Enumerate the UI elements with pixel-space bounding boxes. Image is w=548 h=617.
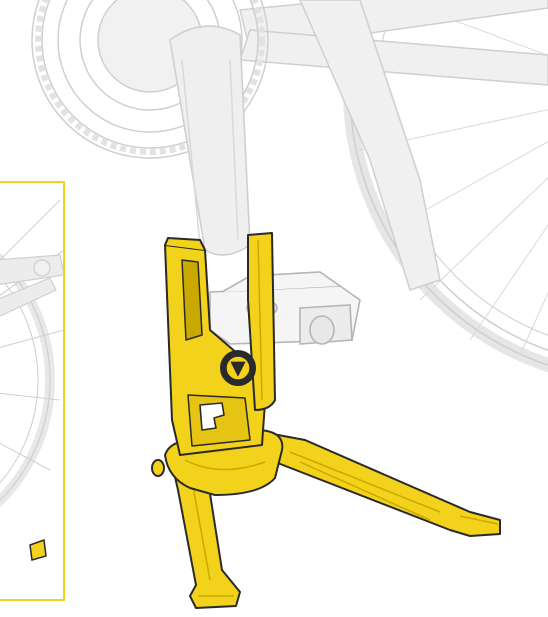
display-stand [151, 232, 501, 609]
stand-front-leg [169, 454, 241, 609]
detail-inset [0, 181, 65, 601]
bike-frame [238, 0, 548, 86]
logo-badge-icon [220, 350, 256, 386]
chainstay [299, 0, 441, 291]
crank-arm [169, 25, 251, 256]
stand-rear-leg [261, 431, 501, 537]
pedal [209, 271, 361, 345]
